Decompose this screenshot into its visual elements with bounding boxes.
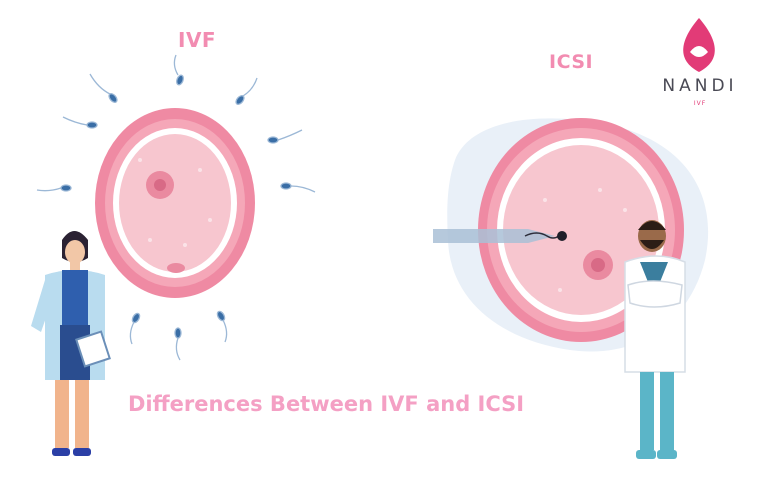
sperm-7 [280,182,316,193]
sperm-8 [129,312,141,345]
caption-title: Differences Between IVF and ICSI [128,392,525,416]
logo-wordmark: NANDI [662,76,738,96]
logo-subtitle: IVF [693,100,707,107]
male-doctor-figure [624,220,686,459]
ivf-egg-cell [95,108,255,298]
nandi-logo: NANDI IVF [650,12,750,122]
injection-needle [433,229,567,243]
female-doctor-figure [31,231,111,456]
sperm-10 [216,310,228,343]
sperm-4 [62,116,98,129]
sperm-9 [174,327,182,361]
sperm-3 [235,77,258,105]
sperm-6 [36,184,72,192]
sperm-5 [267,129,303,144]
ivf-label: IVF [178,28,217,52]
sperm-2 [89,73,118,103]
sperm-1 [173,54,184,86]
nandi-logo-mark [683,18,715,72]
icsi-label: ICSI [549,51,594,73]
ivf-sperm-group [36,54,316,361]
